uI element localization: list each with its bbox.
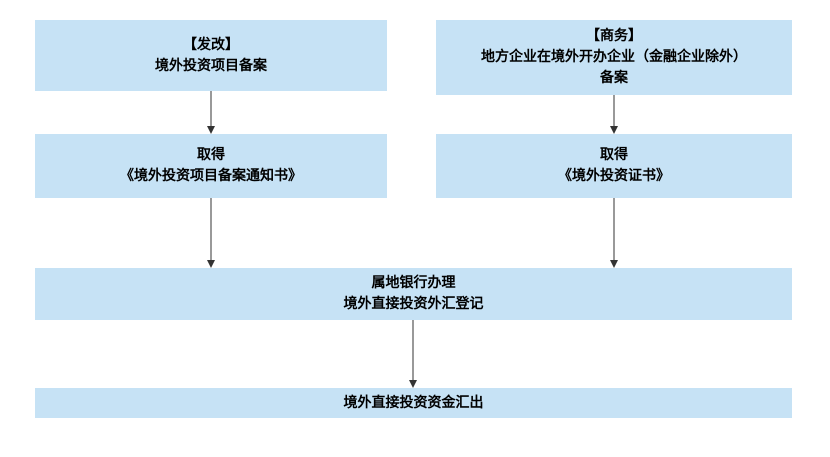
node-fagai-line-1: 【发改】 [183,36,239,53]
node-outflow-line-1: 境外直接投资资金汇出 [343,394,484,411]
node-obtain-investment-certificate: 取得 《境外投资证书》 [436,134,792,198]
node-qude2-line-2: 《境外投资证书》 [558,168,670,184]
node-shangwu-filing: 【商务】 地方企业在境外开办企业（金融企业除外） 备案 [436,20,792,95]
node-obtain-project-notice: 取得 《境外投资项目备案通知书》 [35,134,387,198]
node-shangwu-line-2: 地方企业在境外开办企业（金融企业除外） [481,49,747,65]
node-shangwu-line-3: 备案 [600,70,628,86]
node-funds-outflow: 境外直接投资资金汇出 [35,388,792,418]
node-bank-line-2: 境外直接投资外汇登记 [343,296,484,312]
node-bank-registration: 属地银行办理 境外直接投资外汇登记 [35,268,792,320]
node-fagai-filing: 【发改】 境外投资项目备案 [35,20,387,91]
node-qude2-line-1: 取得 [600,147,628,163]
node-qude1-line-1: 取得 [197,147,225,163]
node-shangwu-line-1: 【商务】 [586,28,642,44]
node-fagai-line-2: 境外投资项目备案 [155,57,267,74]
node-qude1-line-2: 《境外投资项目备案通知书》 [120,168,302,184]
node-bank-line-1: 属地银行办理 [371,275,456,291]
